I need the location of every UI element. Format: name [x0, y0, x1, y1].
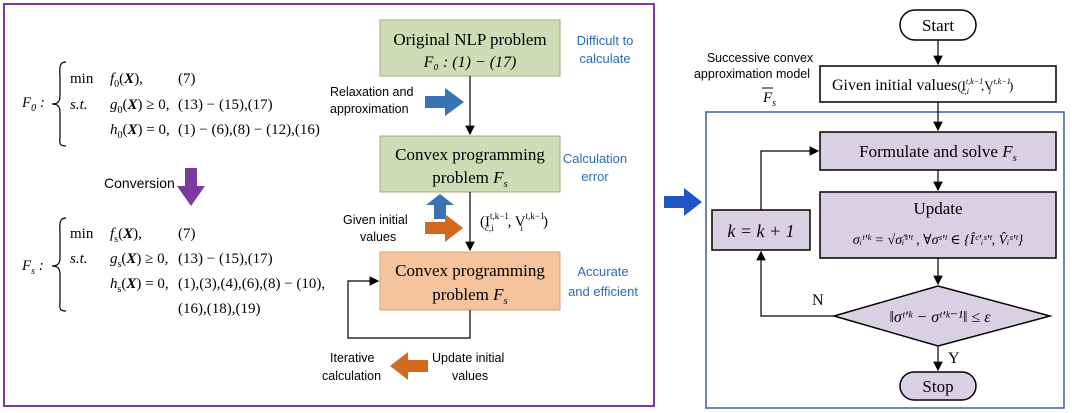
- condition-diamond: [831, 285, 1053, 347]
- update-node: [819, 191, 1057, 259]
- conversion-arrow: [177, 168, 205, 206]
- svg-text:(1) − (6),(8) − (12),(16): (1) − (6),(8) − (12),(16): [178, 122, 320, 138]
- svg-text:(7): (7): [178, 71, 196, 87]
- svg-text:Fs :: Fs :: [21, 258, 44, 277]
- stop-node: [899, 371, 977, 401]
- iterative-label-1: Iterative: [330, 351, 375, 365]
- sca-label-2: approximation model: [694, 67, 810, 81]
- svg-text:(13) − (15),(17): (13) − (15),(17): [178, 97, 273, 113]
- update-formula: σᵢᵗ'ᵏ = √σ̂ᵢˢ'ᵗ , ∀σˢ'ᵗ ∈ {Îᶜ'ᵢˢ'ᵗ, V̂ᵢˢ…: [853, 231, 1024, 248]
- svg-text:gs(X) ≥ 0,: gs(X) ≥ 0,: [110, 251, 168, 270]
- start-label: Start: [922, 16, 954, 35]
- svg-text:F0 :: F0 :: [21, 95, 45, 114]
- svg-text:s.t.: s.t.: [70, 251, 88, 267]
- right-panel-border: [705, 111, 1065, 409]
- svg-text:min: min: [70, 226, 94, 242]
- accurate-note-2: and efficient: [568, 284, 638, 299]
- yes-label: Y: [948, 350, 960, 367]
- svg-text:hs(X) = 0,: hs(X) = 0,: [110, 276, 169, 295]
- up-arrow-blue: [426, 194, 454, 219]
- svg-text:s.t.: s.t.: [70, 97, 88, 113]
- no-label: N: [812, 292, 824, 309]
- convex-box-1: [379, 135, 561, 193]
- formulate-node: [819, 131, 1057, 171]
- relaxation-label-2: approximation: [330, 102, 409, 116]
- fs-formulation: Fs : min fs(X), (7) s.t. gs(X) ≥ 0, (13)…: [21, 217, 325, 317]
- center-arrow: [664, 188, 702, 216]
- calc-error-note-2: error: [581, 169, 609, 184]
- svg-text:f0(X),: f0(X),: [110, 71, 143, 90]
- difficult-note-2: calculate: [579, 51, 630, 66]
- convex-box-2-title: Convex programming: [395, 261, 545, 280]
- convex-box-2-subtitle: problem Fs: [432, 285, 508, 307]
- update-initial-label-1: Update initial: [432, 351, 504, 365]
- svg-text:fs(X),: fs(X),: [110, 226, 142, 245]
- condition-label: ‖σᵗ'ᵏ − σᵗ'ᵏ⁻¹‖ ≤ ε: [889, 309, 991, 326]
- given-label-1: Given initial: [343, 213, 408, 227]
- svg-text:(13) − (15),(17): (13) − (15),(17): [178, 251, 273, 267]
- k-update-label: k = k + 1: [727, 221, 794, 241]
- sca-var: Fs: [762, 90, 776, 109]
- iterative-label-2: calculation: [322, 369, 381, 383]
- k-update-node: [711, 209, 811, 251]
- given-label-2: values: [360, 230, 396, 244]
- original-nlp-title: Original NLP problem: [393, 30, 546, 49]
- svg-text:min: min: [70, 71, 94, 87]
- convex-box-2: [379, 251, 561, 311]
- svg-text:(16),(18),(19): (16),(18),(19): [178, 301, 260, 317]
- convex-box-1-title: Convex programming: [395, 145, 545, 164]
- left-arrow-orange: [390, 352, 428, 380]
- update-initial-label-2: values: [452, 369, 488, 383]
- update-title: Update: [913, 199, 962, 218]
- fs-brace: [51, 217, 67, 312]
- iteration-loop: [347, 276, 471, 339]
- loop-k-formulate: [760, 146, 820, 210]
- left-panel-border: [3, 3, 655, 407]
- difficult-note-1: Difficult to: [577, 33, 634, 48]
- svg-text:g0(X) ≥ 0,: g0(X) ≥ 0,: [110, 97, 170, 116]
- svg-text:(1),(3),(4),(6),(8) − (10),: (1),(3),(4),(6),(8) − (10),: [178, 276, 325, 292]
- sca-label-1: Successive convex: [707, 51, 814, 65]
- no-branch: [756, 250, 834, 317]
- right-arrow-orange: [425, 214, 463, 242]
- conversion-label: Conversion: [104, 175, 175, 191]
- formulate-label: Formulate and solve Fs: [859, 142, 1017, 164]
- f0-formulation: F0 : min f0(X), (7) s.t. g0(X) ≥ 0, (13)…: [21, 61, 320, 147]
- accurate-note-1: Accurate: [577, 264, 628, 279]
- svg-text:(7): (7): [178, 226, 196, 242]
- calc-error-note-1: Calculation: [563, 151, 627, 166]
- given-node: [819, 65, 1057, 103]
- stop-label: Stop: [922, 377, 953, 396]
- convex-box-1-subtitle: problem Fs: [432, 168, 508, 190]
- svg-text:h0(X) = 0,: h0(X) = 0,: [110, 122, 170, 141]
- original-nlp-subtitle: F₀ : (1) − (17): [423, 54, 517, 71]
- relaxation-label-1: Relaxation and: [330, 85, 413, 99]
- relaxation-arrow: [425, 88, 464, 116]
- f0-brace: [51, 61, 67, 147]
